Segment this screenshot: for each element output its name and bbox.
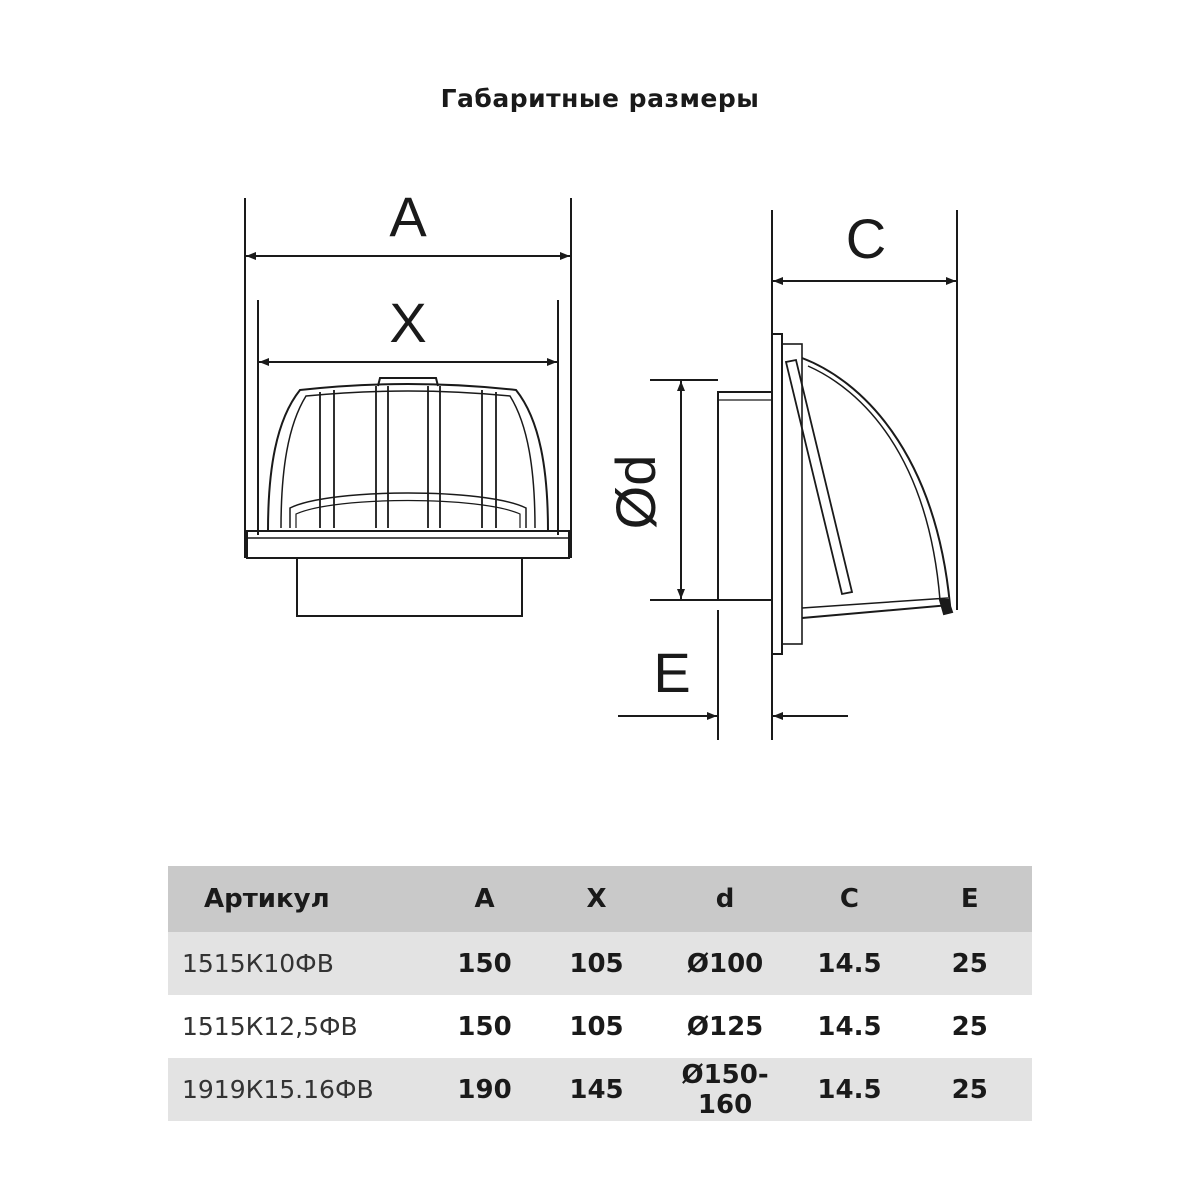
col-header-a: A (434, 866, 535, 932)
dim-label-c: C (846, 207, 886, 270)
dimensions-table: Артикул A X d C E 1515К10ФВ 150 105 Ø100… (168, 866, 1032, 1121)
cell-c: 14.5 (791, 1058, 908, 1121)
col-header-c: C (791, 866, 908, 932)
front-view (244, 198, 572, 617)
cell-a: 150 (434, 932, 535, 995)
cell-a: 190 (434, 1058, 535, 1121)
dim-label-x: X (389, 291, 426, 354)
dim-label-e: E (653, 641, 690, 704)
cell-c: 14.5 (817, 1011, 882, 1042)
dimension-drawing: A X C E Ød (244, 185, 958, 740)
cell-e: 25 (907, 932, 1032, 995)
table-header-row: Артикул A X d C E (168, 866, 1032, 932)
col-header-d: d (658, 866, 792, 932)
cell-article: 1515К10ФВ (168, 932, 435, 995)
page-title: Габаритные размеры (440, 84, 760, 113)
col-header-article: Артикул (168, 866, 435, 932)
cell-article: 1515К12,5ФВ (182, 1012, 358, 1041)
cell-article: 1919К15.16ФВ (168, 1058, 435, 1121)
dim-label-d: Ød (604, 455, 667, 530)
cell-a: 150 (457, 1011, 512, 1042)
cell-d: Ø100 (658, 932, 792, 995)
cell-d: Ø150-160 (658, 1058, 792, 1121)
table-row: 1515К12,5ФВ 150 105 Ø125 14.5 25 (168, 995, 1032, 1058)
side-view (618, 210, 958, 740)
cell-d: Ø125 (686, 1011, 764, 1042)
dim-label-a: A (389, 185, 427, 248)
cell-e: 25 (951, 1011, 988, 1042)
cell-c: 14.5 (791, 932, 908, 995)
cell-x: 145 (534, 1058, 659, 1121)
cell-e: 25 (907, 1058, 1032, 1121)
cell-x: 105 (534, 932, 659, 995)
table-row: 1919К15.16ФВ 190 145 Ø150-160 14.5 25 (168, 1058, 1032, 1121)
col-header-e: E (907, 866, 1032, 932)
col-header-x: X (534, 866, 659, 932)
cell-x: 105 (569, 1011, 624, 1042)
table-row: 1515К10ФВ 150 105 Ø100 14.5 25 (168, 932, 1032, 995)
